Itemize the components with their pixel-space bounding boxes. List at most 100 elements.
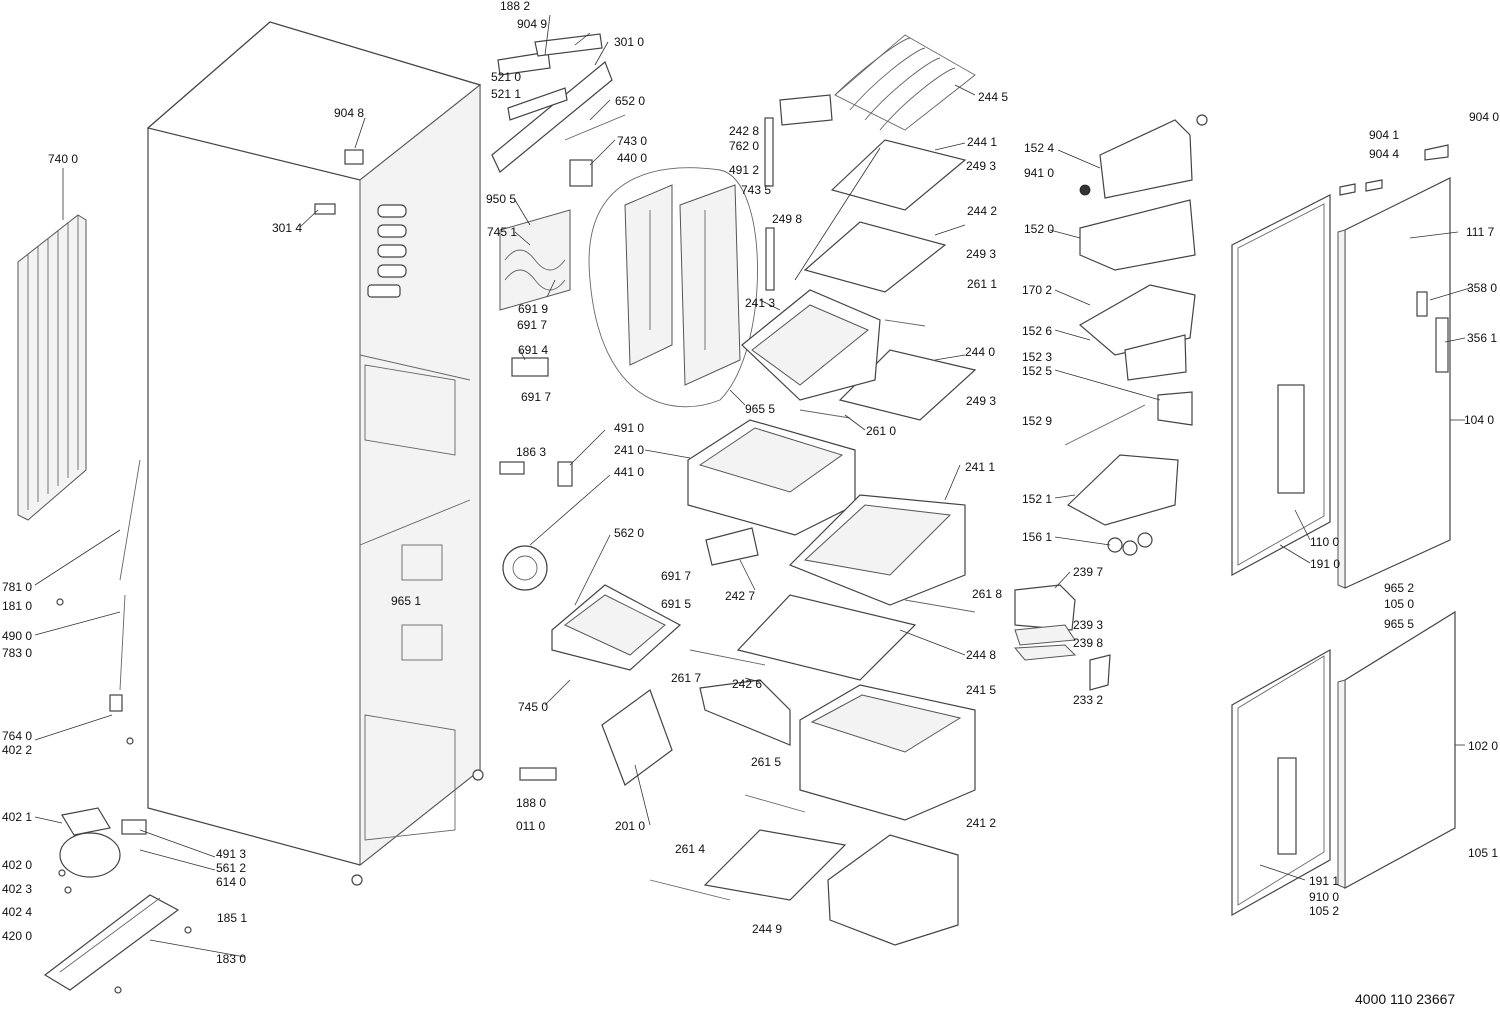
part-label: 904 9	[517, 17, 547, 31]
part-label: 740 0	[48, 152, 78, 166]
part-label: 301 0	[614, 35, 644, 49]
part-label: 614 0	[216, 875, 246, 889]
part-label: 249 3	[966, 394, 996, 408]
part-label: 941 0	[1024, 166, 1054, 180]
part-label: 152 6	[1022, 324, 1052, 338]
part-label: 691 9	[518, 302, 548, 316]
part-label: 261 4	[675, 842, 705, 856]
part-label: 652 0	[615, 94, 645, 108]
part-label: 233 2	[1073, 693, 1103, 707]
part-label: 904 4	[1369, 147, 1399, 161]
part-label: 242 7	[725, 589, 755, 603]
part-label: 745 0	[518, 700, 548, 714]
part-label: 181 0	[2, 599, 32, 613]
part-label: 783 0	[2, 646, 32, 660]
part-label: 743 0	[617, 134, 647, 148]
part-label: 152 3	[1022, 350, 1052, 364]
part-label: 491 3	[216, 847, 246, 861]
part-label: 244 5	[978, 90, 1008, 104]
part-label: 562 0	[614, 526, 644, 540]
part-label: 762 0	[729, 139, 759, 153]
part-label: 191 0	[1310, 557, 1340, 571]
part-label: 521 0	[491, 70, 521, 84]
part-label: 356 1	[1467, 331, 1497, 345]
part-label: 105 1	[1468, 846, 1498, 860]
part-label: 111 7	[1466, 225, 1495, 239]
doors	[1231, 144, 1456, 917]
document-number: 4000 110 23667	[1355, 991, 1455, 1007]
part-label: 249 8	[772, 212, 802, 226]
part-label: 402 2	[2, 743, 32, 757]
part-label: 244 8	[966, 648, 996, 662]
part-label: 261 7	[671, 671, 701, 685]
part-label: 104 0	[1464, 413, 1494, 427]
part-label: 301 4	[272, 221, 302, 235]
part-label: 261 8	[972, 587, 1002, 601]
shelves-and-drawers	[649, 34, 977, 946]
part-label: 241 1	[965, 460, 995, 474]
part-label: 239 3	[1073, 618, 1103, 632]
part-label: 402 4	[2, 905, 32, 919]
part-label: 441 0	[614, 465, 644, 479]
part-label: 904 8	[334, 106, 364, 120]
part-label: 965 5	[1384, 617, 1414, 631]
part-label: 241 5	[966, 683, 996, 697]
part-label: 521 1	[491, 87, 521, 101]
part-label: 743 5	[741, 183, 771, 197]
part-label: 152 5	[1022, 364, 1052, 378]
part-label: 402 1	[2, 810, 32, 824]
part-label: 402 3	[2, 882, 32, 896]
part-label: 904 0	[1469, 110, 1499, 124]
part-label: 691 7	[661, 569, 691, 583]
part-label: 244 1	[967, 135, 997, 149]
part-label: 152 1	[1022, 492, 1052, 506]
part-label: 244 9	[752, 922, 782, 936]
part-label: 910 0	[1309, 890, 1339, 904]
part-label: 745 1	[487, 225, 517, 239]
part-label: 764 0	[2, 729, 32, 743]
part-label: 242 6	[732, 677, 762, 691]
part-label: 241 0	[614, 443, 644, 457]
compressor-assembly	[43, 807, 180, 991]
air-duct-assembly	[588, 167, 758, 408]
part-label: 965 2	[1384, 581, 1414, 595]
part-label: 186 3	[516, 445, 546, 459]
part-label: 261 1	[967, 277, 997, 291]
part-label: 691 7	[517, 318, 547, 332]
part-label: 105 0	[1384, 597, 1414, 611]
part-label: 188 2	[500, 0, 530, 13]
part-label: 420 0	[2, 929, 32, 943]
part-label: 239 8	[1073, 636, 1103, 650]
part-label: 105 2	[1309, 904, 1339, 918]
part-label: 183 0	[216, 952, 246, 966]
part-label: 152 9	[1022, 414, 1052, 428]
refrigerator-cabinet	[146, 21, 484, 886]
part-label: 904 1	[1369, 128, 1399, 142]
part-label: 239 7	[1073, 565, 1103, 579]
part-label: 242 8	[729, 124, 759, 138]
part-label: 491 0	[614, 421, 644, 435]
part-label: 358 0	[1467, 281, 1497, 295]
part-label: 191 1	[1309, 874, 1339, 888]
part-label: 781 0	[2, 580, 32, 594]
part-label: 152 0	[1024, 222, 1054, 236]
part-label: 965 5	[745, 402, 775, 416]
part-label: 244 0	[965, 345, 995, 359]
part-label: 561 2	[216, 861, 246, 875]
part-label: 691 5	[661, 597, 691, 611]
part-label: 156 1	[1022, 530, 1052, 544]
part-label: 261 5	[751, 755, 781, 769]
part-label: 691 7	[521, 390, 551, 404]
part-label: 241 2	[966, 816, 996, 830]
part-label: 402 0	[2, 858, 32, 872]
top-cover-parts	[314, 33, 626, 215]
part-label: 249 3	[966, 247, 996, 261]
part-label: 491 2	[729, 163, 759, 177]
part-label: 102 0	[1468, 739, 1498, 753]
part-labels: 188 2 904 9 301 0 521 0 521 1 652 0 904 …	[2, 0, 1499, 966]
condenser	[17, 214, 87, 521]
fan-components	[499, 461, 682, 786]
part-label: 011 0	[516, 819, 545, 833]
